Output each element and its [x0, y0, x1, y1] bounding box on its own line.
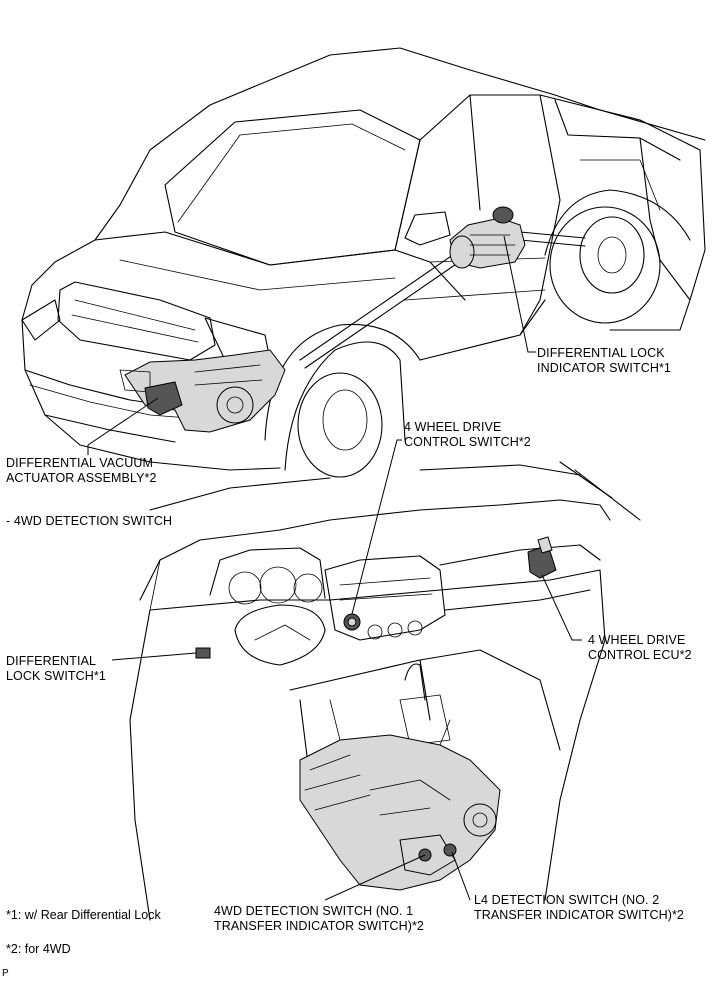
leader-vacuum-actuator: [87, 397, 159, 455]
leader-4wd-detection: [324, 854, 426, 901]
footnote-4wd: *2: for 4WD: [6, 942, 71, 956]
leader-4wd-control-switch: [351, 439, 402, 615]
page-mark: P: [2, 968, 9, 979]
leader-4wd-ecu: [541, 574, 582, 641]
differential-lock-switch-label: DIFFERENTIAL LOCK SWITCH*1: [6, 654, 106, 683]
rear-differential-illustration: [449, 206, 526, 269]
leader-l4-detection: [451, 851, 471, 901]
leader-diff-lock-indicator: [503, 235, 536, 353]
4wd-control-ecu-label: 4 WHEEL DRIVE CONTROL ECU*2: [588, 633, 692, 662]
pickup-truck-illustration: [21, 47, 706, 478]
diff-vacuum-actuator-label: DIFFERENTIAL VACUUM ACTUATOR ASSEMBLY*2: [6, 456, 157, 485]
4wd-detection-switch-no1-label: 4WD DETECTION SWITCH (NO. 1 TRANSFER IND…: [214, 904, 424, 933]
leader-diff-lock-switch: [111, 652, 197, 661]
l4-detection-switch-label: L4 DETECTION SWITCH (NO. 2 TRANSFER INDI…: [474, 893, 684, 922]
footnote-rear-diff-lock: *1: w/ Rear Differential Lock: [6, 908, 161, 922]
transfer-case-illustration: [299, 699, 501, 891]
4wd-detection-switch-heading: - 4WD DETECTION SWITCH: [6, 514, 173, 528]
front-differential-illustration: [119, 349, 286, 433]
4wd-control-switch-label: 4 WHEEL DRIVE CONTROL SWITCH*2: [404, 420, 531, 449]
leader-lines: [87, 235, 582, 901]
dashboard-interior-illustration: [129, 461, 641, 921]
diff-lock-indicator-switch-label: DIFFERENTIAL LOCK INDICATOR SWITCH*1: [537, 346, 671, 375]
